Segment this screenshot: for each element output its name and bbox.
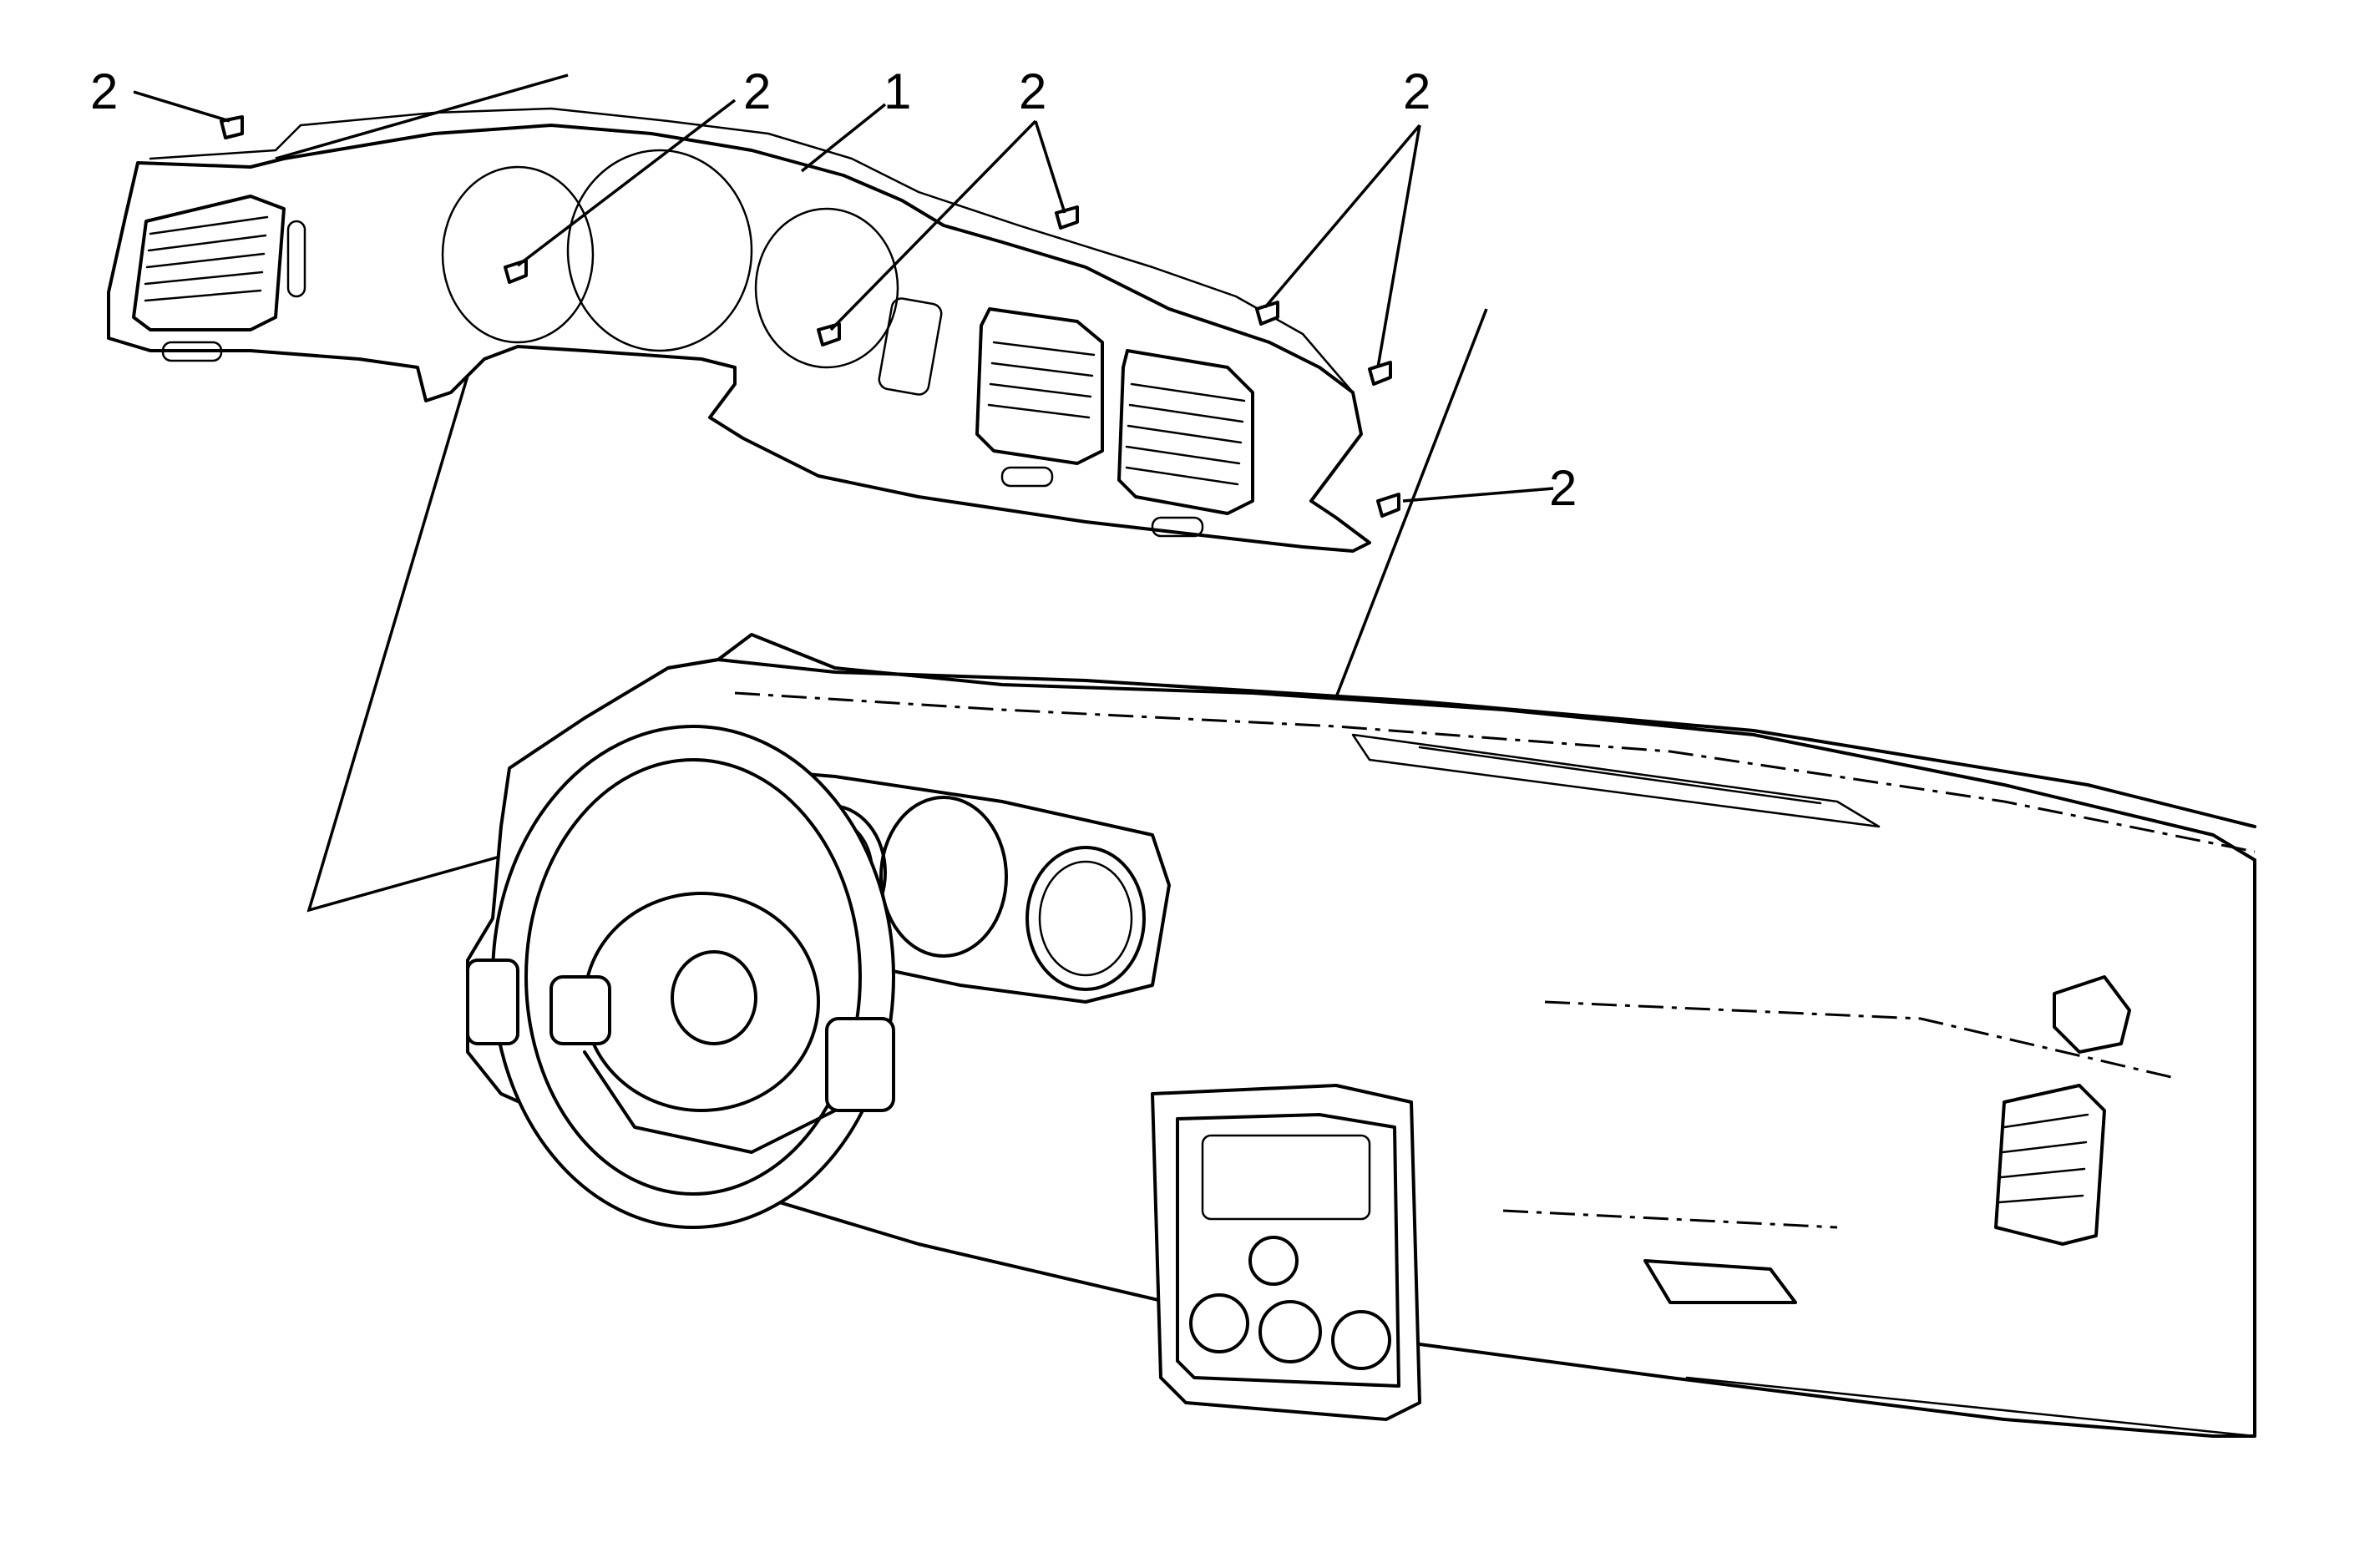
instrument-panel: [466, 633, 2256, 1438]
cluster-trim-bezel: [107, 107, 1400, 553]
callout-label: 2: [1019, 63, 1046, 119]
climate-center-knob-icon: [1258, 1300, 1322, 1363]
right-vent-icon: [1994, 975, 2131, 1246]
callout-labels: 2 2 1 2 2 2: [90, 63, 1577, 516]
retainer-clip-icon: [220, 115, 1400, 518]
gauge-center-icon: [879, 796, 1008, 958]
left-vent-icon: [132, 195, 306, 362]
center-vent-right-icon: [1117, 349, 1254, 538]
callout-label: 2: [90, 63, 118, 119]
gauge-opening-center: [566, 149, 753, 352]
gauge-right-icon: [1025, 846, 1146, 991]
gauge-opening-right: [754, 207, 899, 369]
center-stack: [1151, 1084, 1421, 1421]
callout-label: 2: [1403, 63, 1431, 119]
steering-wheel: [491, 725, 895, 1229]
callout-label: 2: [1549, 460, 1577, 516]
center-vent-left-icon: [975, 307, 1104, 488]
radio-knob-icon: [1248, 1236, 1299, 1286]
callout-label: 2: [743, 63, 771, 119]
climate-left-knob-icon: [1189, 1293, 1249, 1353]
horn-pad-icon: [671, 950, 757, 1045]
callout-label: 1: [884, 63, 911, 119]
climate-right-knob-icon: [1331, 1310, 1391, 1370]
callout-leaders: [133, 90, 1554, 503]
gauge-opening-left: [441, 165, 595, 344]
